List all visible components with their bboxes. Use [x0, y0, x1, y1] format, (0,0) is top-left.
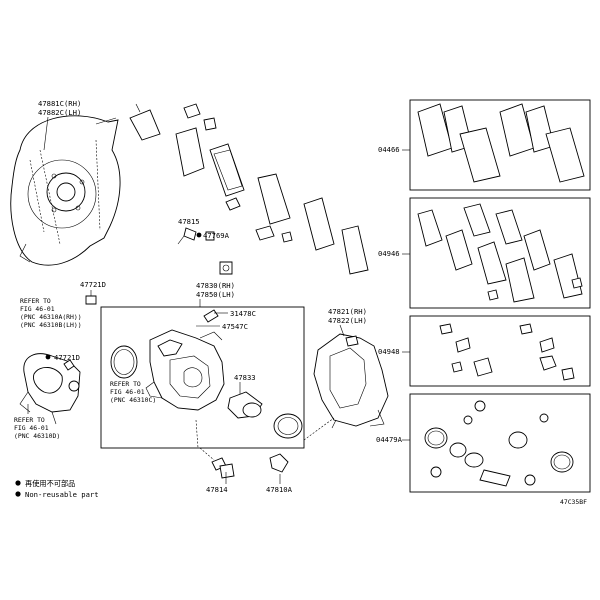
- kit-box-04466: [409, 99, 591, 191]
- label-ref-center-3: (PNC 46310C): [110, 396, 156, 404]
- bleeder-cap[interactable]: [219, 261, 233, 275]
- boot-47810a[interactable]: [269, 453, 289, 473]
- label-47721d-mid: 47721D: [54, 353, 80, 362]
- kit-box-04948: [409, 315, 591, 387]
- bolt-47814[interactable]: [211, 457, 235, 484]
- legend-line-2: Non-reusable part: [25, 490, 99, 499]
- diagram-code: 47C35BF: [560, 498, 587, 506]
- label-31478c: 31478C: [230, 309, 256, 318]
- label-04946: 04946: [378, 249, 400, 258]
- label-47769a: 47769A: [203, 231, 230, 240]
- label-47721d-upper: 47721D: [80, 280, 106, 289]
- plug-47815[interactable]: [177, 227, 197, 245]
- legend: 再使用不可部品 Non-reusable part: [15, 479, 99, 499]
- bleeder-screw-31478c[interactable]: [203, 309, 228, 323]
- label-47815: 47815: [178, 217, 200, 226]
- kit-box-04479a: [409, 393, 591, 493]
- label-ref-bottom-1: REFER TO: [14, 416, 45, 424]
- legend-line-1: 再使用不可部品: [25, 479, 75, 488]
- label-47830-rh: 47830(RH): [196, 281, 235, 290]
- label-ref-bottom-2: FIG 46-01: [14, 424, 49, 432]
- seal-kit-04479a[interactable]: [424, 400, 574, 487]
- label-ref-left-3: (PNC 46310A(RH)): [20, 313, 82, 321]
- caliper-body[interactable]: [145, 329, 225, 411]
- piston-boot[interactable]: [273, 413, 303, 439]
- bolt-47721d-mid[interactable]: [45, 354, 75, 371]
- label-ref-left-4: (PNC 46310B(LH)): [20, 321, 82, 329]
- label-ref-left-1: REFER TO: [20, 297, 51, 305]
- caliper-assembly-box: [100, 306, 305, 449]
- label-ref-left-2: FIG 46-01: [20, 305, 55, 313]
- clip-kit-04948[interactable]: [439, 323, 575, 381]
- dust-cover-47881c[interactable]: [10, 115, 121, 266]
- label-04466: 04466: [378, 145, 400, 154]
- label-47821-rh: 47821(RH): [328, 307, 367, 316]
- kit-box-04946: [409, 197, 591, 309]
- mounting-bracket-47821[interactable]: [313, 333, 389, 429]
- shim-kit-04946[interactable]: [417, 203, 583, 303]
- piston-47833[interactable]: [227, 391, 263, 419]
- bolt-47721d-upper[interactable]: [85, 290, 97, 305]
- label-47822-lh: 47822(LH): [328, 316, 367, 325]
- label-ref-center-2: FIG 46-01: [110, 388, 145, 396]
- piston-seal-ring[interactable]: [110, 345, 138, 379]
- label-04479a: 04479A: [376, 435, 403, 444]
- label-04948: 04948: [378, 347, 400, 356]
- pad-kit-04466[interactable]: [417, 103, 585, 183]
- label-47833: 47833: [234, 373, 256, 382]
- part-47769a[interactable]: [196, 231, 215, 241]
- label-47810a: 47810A: [266, 485, 293, 494]
- knuckle-assembly-ref[interactable]: [19, 353, 81, 425]
- label-ref-bottom-3: (PNC 46310D): [14, 432, 60, 440]
- pad-shim-group-top[interactable]: [129, 103, 369, 275]
- label-dust-cover-lh: 47882C(LH): [38, 108, 81, 117]
- label-47814: 47814: [206, 485, 228, 494]
- label-47547c: 47547C: [222, 322, 248, 331]
- label-dust-cover-rh: 47881C(RH): [38, 99, 81, 108]
- label-ref-center-1: REFER TO: [110, 380, 141, 388]
- label-47850-lh: 47850(LH): [196, 290, 235, 299]
